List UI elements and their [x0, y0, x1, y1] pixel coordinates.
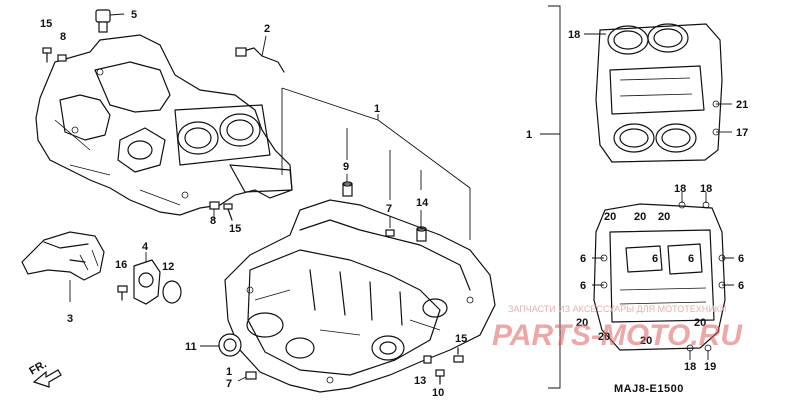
parts-10-13-15-bolts — [423, 347, 464, 385]
callout-17: 17 — [736, 127, 748, 139]
right-bottom-view-crankcase — [592, 192, 734, 360]
diagram-code: MAJ8-E1500 — [614, 383, 684, 395]
callout-6-f: 6 — [688, 253, 694, 265]
part-5-sensor — [95, 9, 125, 33]
callout-14: 14 — [416, 197, 429, 209]
watermark-caption: ЗАПЧАСТИ ИЗ АКСЕССУАРЫ ДЛЯ МОТОТЕХНИКИ — [508, 304, 726, 314]
callout-6-e: 6 — [652, 253, 658, 265]
callout-8-a: 8 — [60, 31, 66, 43]
part-4-sensor — [133, 252, 161, 305]
callout-20-g: 20 — [694, 317, 706, 329]
callout-6-b: 6 — [580, 280, 586, 292]
callout-15-b: 15 — [229, 223, 241, 235]
callout-18-d: 18 — [684, 361, 696, 373]
part-7-bolt-center — [385, 216, 395, 237]
callout-6-a: 6 — [580, 253, 586, 265]
callout-18-a: 18 — [568, 29, 580, 41]
part-9-dowel — [342, 174, 353, 197]
callout-7-b: 7 — [226, 378, 232, 390]
callout-1-right: 1 — [526, 129, 532, 141]
callout-15-c: 15 — [455, 333, 467, 345]
part-15-bolt — [223, 203, 233, 221]
right-top-view-crankcase — [584, 23, 732, 163]
callout-10: 10 — [432, 387, 444, 399]
callout-20-c: 20 — [658, 211, 670, 223]
part-11-seal — [200, 333, 242, 357]
callout-16: 16 — [115, 259, 127, 271]
part-8-bolt — [209, 201, 220, 220]
callout-20-f: 20 — [640, 335, 652, 347]
part-12-oring — [162, 280, 182, 304]
callout-9: 9 — [343, 161, 349, 173]
part-16-bolt — [117, 285, 128, 301]
callout-18-c: 18 — [700, 183, 712, 195]
lower-crankcase — [224, 199, 496, 393]
callout-7-a: 7 — [386, 203, 392, 215]
callout-3: 3 — [67, 313, 73, 325]
front-arrow — [32, 369, 62, 388]
callout-5: 5 — [131, 9, 137, 21]
callout-6-c: 6 — [738, 253, 744, 265]
callout-1-bottom: 1 — [226, 366, 232, 378]
callout-19: 19 — [704, 361, 716, 373]
callout-20-d: 20 — [576, 317, 588, 329]
callout-1-main: 1 — [374, 103, 380, 115]
callout-20-e: 20 — [598, 331, 610, 343]
part-14-dowel — [416, 210, 427, 242]
callout-6-d: 6 — [738, 280, 744, 292]
part-3-cover — [21, 231, 105, 302]
bolt-15-top — [42, 47, 67, 63]
callout-20-a: 20 — [604, 211, 616, 223]
part-7-bolt-bottom — [237, 371, 257, 382]
callout-21: 21 — [736, 99, 748, 111]
part-2-bracket — [235, 35, 285, 73]
callout-2: 2 — [264, 23, 270, 35]
assembly-bracket-1 — [281, 87, 471, 240]
callout-11: 11 — [185, 341, 197, 353]
callout-15-a: 15 — [40, 18, 52, 30]
callout-18-b: 18 — [674, 183, 686, 195]
callout-20-b: 20 — [634, 211, 646, 223]
callout-12: 12 — [162, 261, 174, 273]
upper-crankcase — [35, 34, 293, 216]
callout-13: 13 — [414, 375, 426, 387]
watermark-brand: PARTS-MOTO.RU — [492, 319, 743, 352]
callout-4: 4 — [142, 241, 149, 253]
right-panel-frame — [540, 5, 561, 389]
callout-8-b: 8 — [210, 215, 216, 227]
